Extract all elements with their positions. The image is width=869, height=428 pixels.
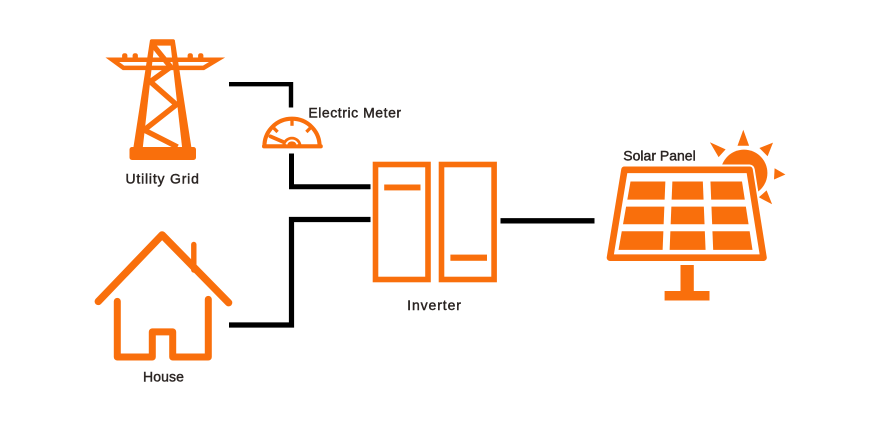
svg-text:Electric Meter: Electric Meter (308, 105, 401, 121)
svg-text:Utility Grid: Utility Grid (126, 171, 200, 187)
svg-text:Inverter: Inverter (407, 297, 462, 313)
svg-text:House: House (143, 369, 184, 385)
svg-text:Solar Panel: Solar Panel (623, 148, 695, 164)
